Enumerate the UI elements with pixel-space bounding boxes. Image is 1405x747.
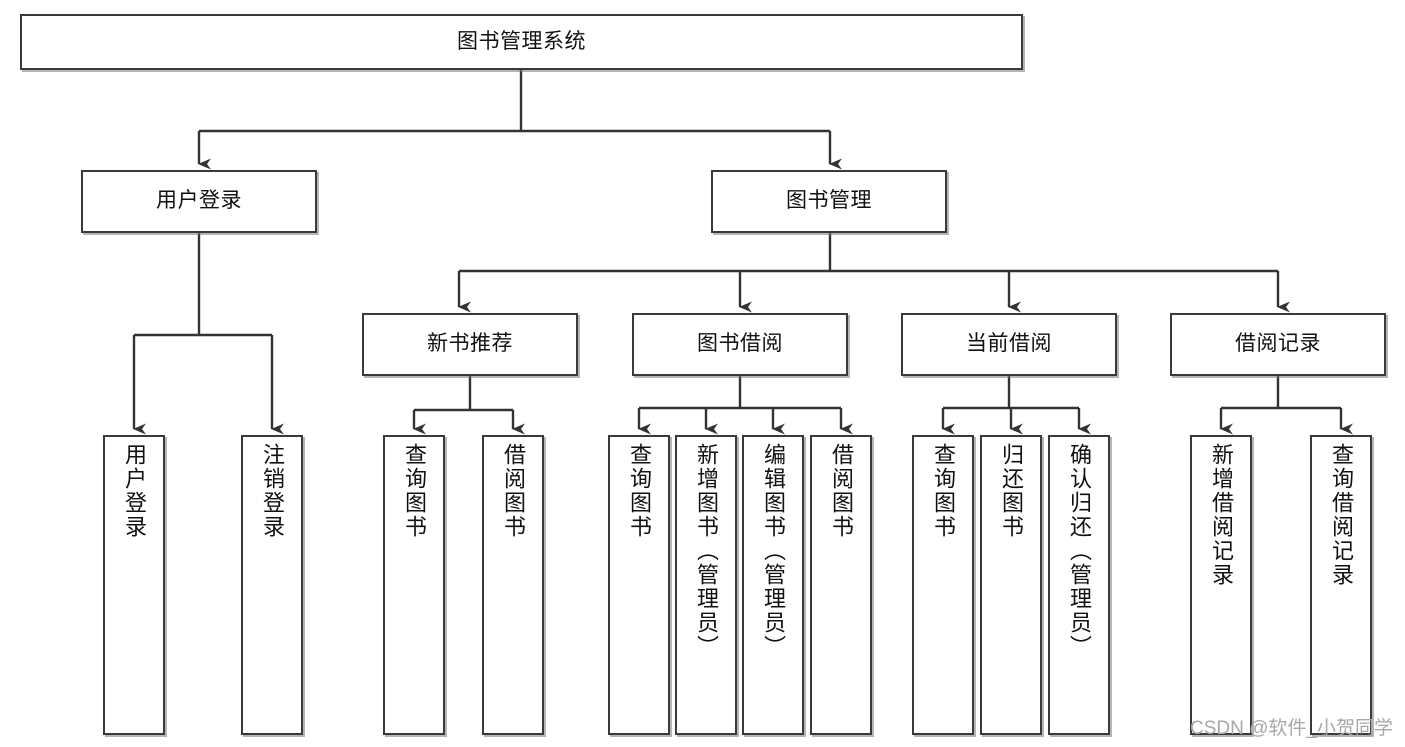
leaf-current-borrow-query[interactable]: 查询图书	[912, 435, 974, 735]
leaf-new-book-query-label: 查询图书	[402, 443, 427, 539]
leaf-user-login-login[interactable]: 用户登录	[103, 435, 165, 735]
node-current-borrow[interactable]: 当前借阅	[901, 313, 1117, 376]
leaf-current-borrow-confirm-label: 确认归还（管理员）	[1067, 443, 1092, 659]
node-book-borrow[interactable]: 图书借阅	[632, 313, 848, 376]
leaf-book-borrow-edit-label: 编辑图书（管理员）	[761, 443, 786, 659]
leaf-book-borrow-borrow[interactable]: 借阅图书	[810, 435, 872, 735]
node-new-book-recommend-label: 新书推荐	[427, 332, 513, 356]
node-root-label: 图书管理系统	[457, 29, 586, 53]
leaf-borrow-record-query[interactable]: 查询借阅记录	[1310, 435, 1372, 735]
leaf-user-login-logout-label: 注销登录	[260, 443, 285, 539]
leaf-new-book-borrow[interactable]: 借阅图书	[482, 435, 544, 735]
node-root[interactable]: 图书管理系统	[20, 14, 1023, 70]
node-user-login-label: 用户登录	[156, 189, 242, 213]
csdn-watermark: CSDN @软件_小贺同学	[1190, 718, 1393, 739]
leaf-user-login-login-label: 用户登录	[122, 443, 147, 539]
node-borrow-record-label: 借阅记录	[1235, 332, 1321, 356]
leaf-borrow-record-query-label: 查询借阅记录	[1329, 443, 1354, 587]
node-book-management[interactable]: 图书管理	[711, 170, 947, 233]
node-book-management-label: 图书管理	[786, 189, 872, 213]
leaf-book-borrow-edit[interactable]: 编辑图书（管理员）	[742, 435, 804, 735]
leaf-book-borrow-add-label: 新增图书（管理员）	[694, 443, 719, 659]
leaf-new-book-borrow-label: 借阅图书	[501, 443, 526, 539]
leaf-book-borrow-query-label: 查询图书	[627, 443, 652, 539]
leaf-book-borrow-query[interactable]: 查询图书	[608, 435, 670, 735]
leaf-book-borrow-add[interactable]: 新增图书（管理员）	[675, 435, 737, 735]
node-user-login[interactable]: 用户登录	[81, 170, 317, 233]
leaf-user-login-logout[interactable]: 注销登录	[241, 435, 303, 735]
node-book-borrow-label: 图书借阅	[697, 332, 783, 356]
leaf-current-borrow-query-label: 查询图书	[931, 443, 956, 539]
leaf-new-book-query[interactable]: 查询图书	[383, 435, 445, 735]
node-borrow-record[interactable]: 借阅记录	[1170, 313, 1386, 376]
leaf-current-borrow-return[interactable]: 归还图书	[980, 435, 1042, 735]
leaf-borrow-record-add[interactable]: 新增借阅记录	[1190, 435, 1252, 735]
leaf-book-borrow-borrow-label: 借阅图书	[829, 443, 854, 539]
leaf-borrow-record-add-label: 新增借阅记录	[1209, 443, 1234, 587]
leaf-current-borrow-return-label: 归还图书	[999, 443, 1024, 539]
node-new-book-recommend[interactable]: 新书推荐	[362, 313, 578, 376]
leaf-current-borrow-confirm[interactable]: 确认归还（管理员）	[1048, 435, 1110, 735]
node-current-borrow-label: 当前借阅	[966, 332, 1052, 356]
